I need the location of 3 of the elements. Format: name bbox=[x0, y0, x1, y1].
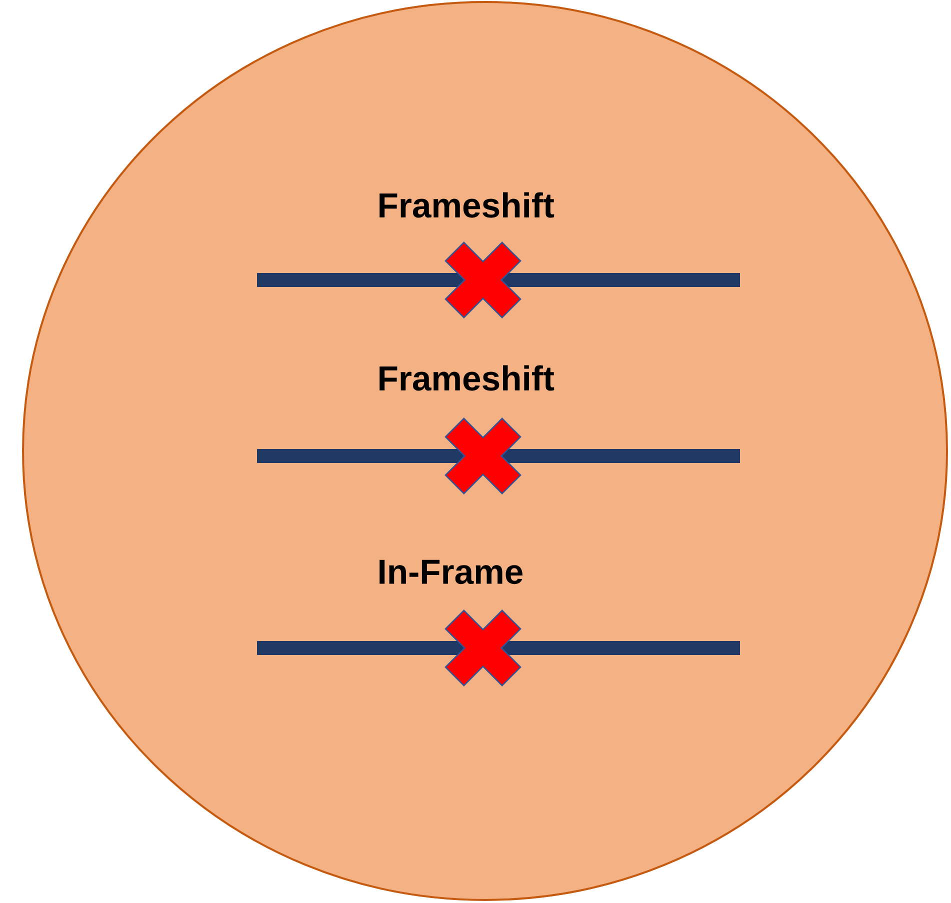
strand-label: Frameshift bbox=[380, 365, 554, 391]
strand-label: In-Frame bbox=[380, 560, 522, 584]
strand-label: Frameshift bbox=[380, 192, 554, 218]
